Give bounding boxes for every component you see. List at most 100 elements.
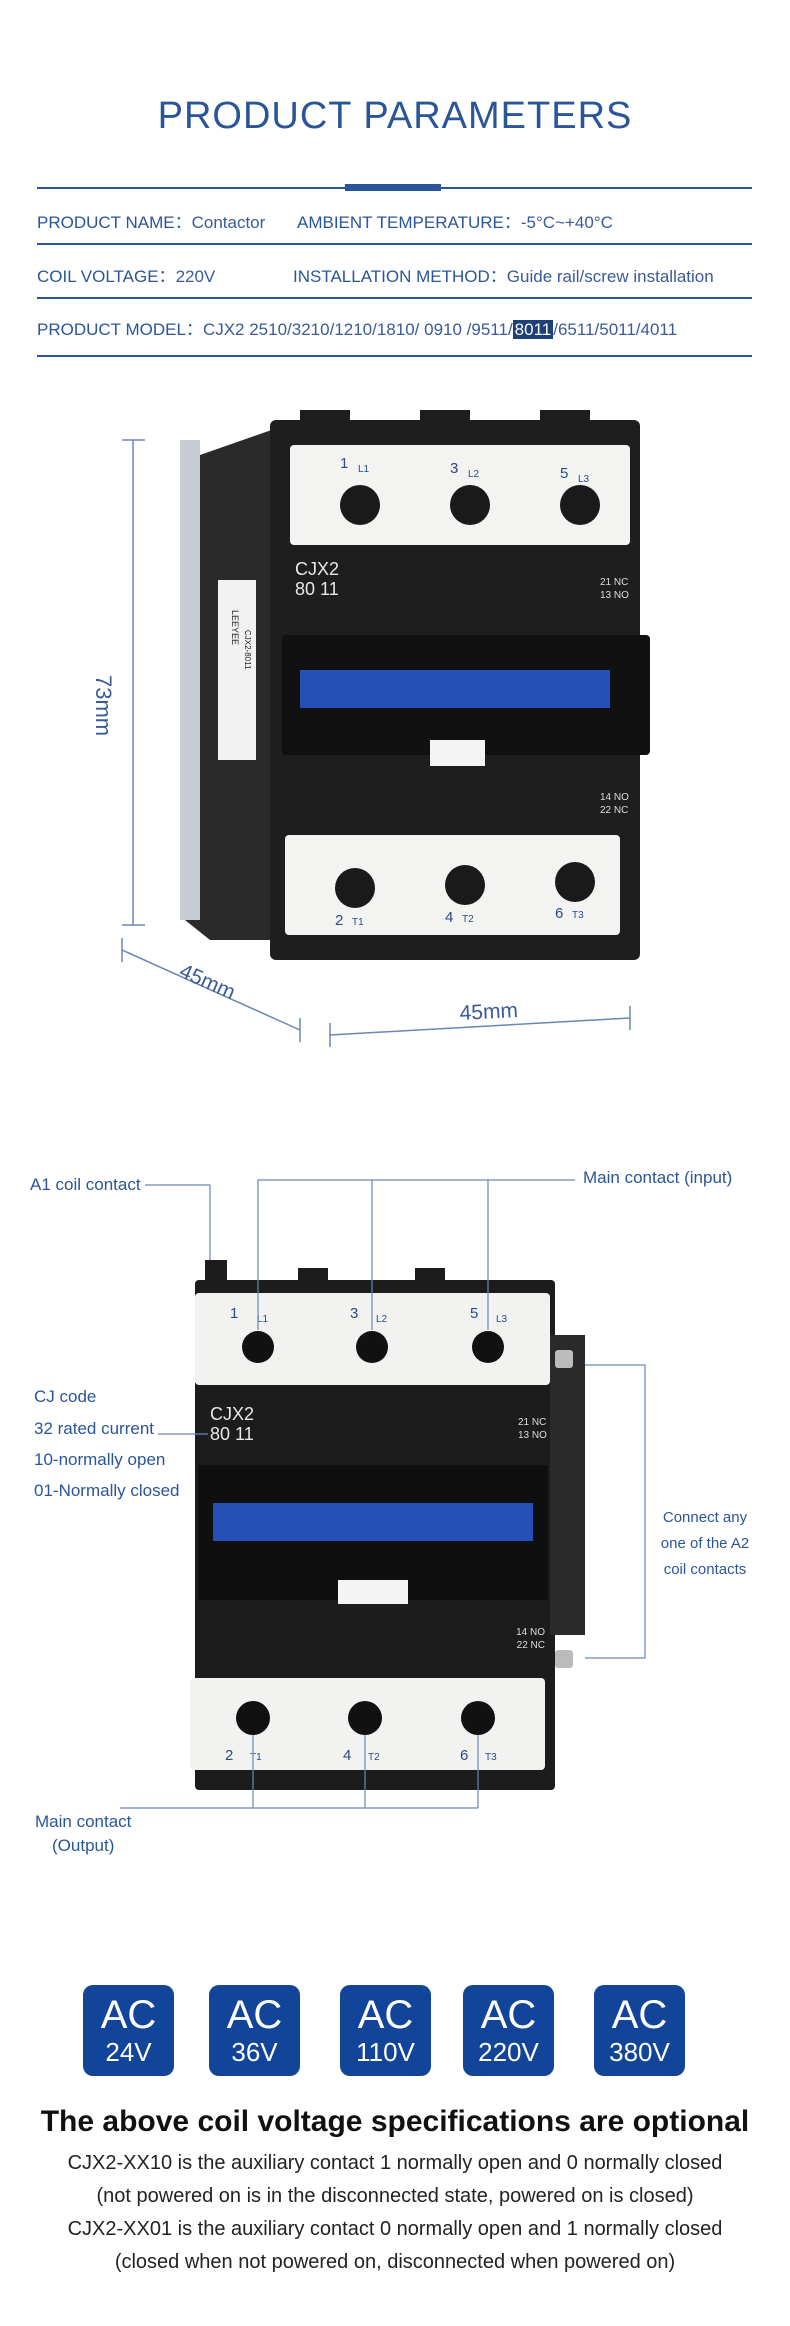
side-model: CJX2-8011 [243,630,252,670]
optional-voltage-heading: The above coil voltage specifications ar… [40,2105,750,2138]
voltage-badge-380: AC 380V [594,1985,685,2076]
top-label: L1 [257,1314,269,1325]
product-name-value: Contactor [191,213,266,232]
param-temp: AMBIENT TEMPERATURE：-5°C~+40°C [297,208,613,233]
normally-open-label: 10-normally open [34,1450,166,1469]
badge-ac: AC [226,1993,283,2037]
terminal-hole [560,485,600,525]
coil-key: COIL VOLTAGE： [37,267,176,286]
mid-window [338,1580,408,1604]
main-input-label: Main contact (input) [583,1168,733,1187]
a2-coil-note: Connect any one of the A2 coil contacts [650,1505,760,1583]
param-row-1: PRODUCT NAME：Contactor [37,208,265,233]
note-line-4: (closed when not powered on, disconnecte… [114,2251,676,2273]
contactor-annotated-diagram: 1 L1 3 L2 5 L3 CJX2 80 11 21 NC 13 NO 14… [120,1179,646,1809]
top-num: 3 [350,1305,358,1322]
temp-key: AMBIENT TEMPERATURE： [297,213,521,232]
leader-lines [120,1179,646,1809]
terminal-screw [348,1701,382,1735]
voltage-badge-110: AC 110V [340,1985,431,2076]
terminal-hole [445,865,485,905]
body-rating: 80 11 [295,579,339,599]
height-label: 73mm [91,675,116,736]
bot-num: 6 [460,1747,468,1764]
main-output-line: Main contact [35,1812,132,1831]
divider [37,355,752,357]
a2-screw-top [555,1350,573,1368]
bot-label: T2 [368,1752,380,1763]
terminal-screw [356,1331,388,1363]
a2-screw-bottom [555,1650,573,1668]
contactor-dimension-diagram: 73mm 45mm 45mm LEEYEE CJX2-8011 1 L1 3 L… [91,410,650,1047]
note-line-1: CJX2-XX10 is the auxiliary contact 1 nor… [67,2152,723,2174]
model-highlight: 8011 [512,320,554,339]
body-model: CJX2 [210,1404,254,1424]
badge-volt: 36V [231,2037,278,2067]
aux-label: 22 NC [600,805,628,816]
terminal-screw [472,1331,504,1363]
aux-label: 21 NC [600,577,628,588]
install-key: INSTALLATION METHOD： [293,267,507,286]
title-accent-bar [345,184,441,191]
cj-code-label: CJ code [34,1387,97,1406]
top-num: 1 [340,455,348,472]
bot-label: T1 [250,1752,262,1763]
aux-label: 14 NO [516,1627,545,1638]
badge-ac: AC [100,1993,157,2037]
badge-ac: AC [480,1993,537,2037]
a1-terminal [205,1260,227,1290]
bot-label: T2 [462,914,474,925]
blue-contact-bar [213,1503,533,1541]
top-terminal-tab [540,410,590,440]
terminal-screw [461,1701,495,1735]
bot-num: 4 [445,909,453,926]
top-num: 5 [560,465,568,482]
top-terminal-tab [420,410,470,440]
terminal-screw [236,1701,270,1735]
a1-coil-label: A1 coil contact [30,1175,141,1194]
a2-line: Connect any [662,1509,748,1526]
terminal-hole [555,862,595,902]
side-aux [550,1335,585,1635]
aux-label: 14 NO [600,792,629,803]
badge-volt: 110V [356,2037,415,2067]
bot-num: 4 [343,1747,351,1764]
top-label: L2 [376,1314,388,1325]
blue-contact-bar [300,670,610,708]
top-label: L3 [578,474,590,485]
bot-label: T1 [352,917,364,928]
top-num: 1 [230,1305,238,1322]
note-line-2: (not powered on is in the disconnected s… [96,2185,694,2207]
badge-volt: 24V [105,2037,152,2067]
temp-value: -5°C~+40°C [520,213,613,232]
bot-num: 2 [225,1747,233,1764]
a2-line: one of the A2 [660,1535,750,1552]
divider [37,243,752,245]
top-num: 3 [450,460,458,477]
note-line-3: CJX2-XX01 is the auxiliary contact 0 nor… [67,2218,723,2240]
bot-num: 6 [555,905,563,922]
model-key: PRODUCT MODEL： [37,320,203,339]
bot-label: T3 [572,910,584,921]
coil-value: 220V [175,267,216,286]
model-list-pre: CJX2 2510/3210/1210/1810/ 0910 /9511/ [202,320,513,339]
model-list-post: /6511/5011/4011 [553,320,678,339]
main-output-label: Main contact (Output) [35,1810,131,1858]
install-value: Guide rail/screw installation [506,267,714,286]
normally-closed-label: 01-Normally closed [34,1481,180,1500]
aux-label: 13 NO [600,590,629,601]
bot-label: T3 [485,1752,497,1763]
side-label [218,580,256,760]
divider [37,297,752,299]
bot-num: 2 [335,912,343,929]
badge-ac: AC [357,1993,414,2037]
voltage-badge-36: AC 36V [209,1985,300,2076]
top-label: L1 [358,464,370,475]
top-num: 5 [470,1305,478,1322]
aux-label: 22 NC [517,1640,545,1651]
badge-volt: 220V [478,2037,539,2067]
terminal-hole [450,485,490,525]
voltage-badge-220: AC 220V [463,1985,554,2076]
badge-ac: AC [611,1993,668,2037]
main-output-line: (Output) [52,1836,115,1855]
